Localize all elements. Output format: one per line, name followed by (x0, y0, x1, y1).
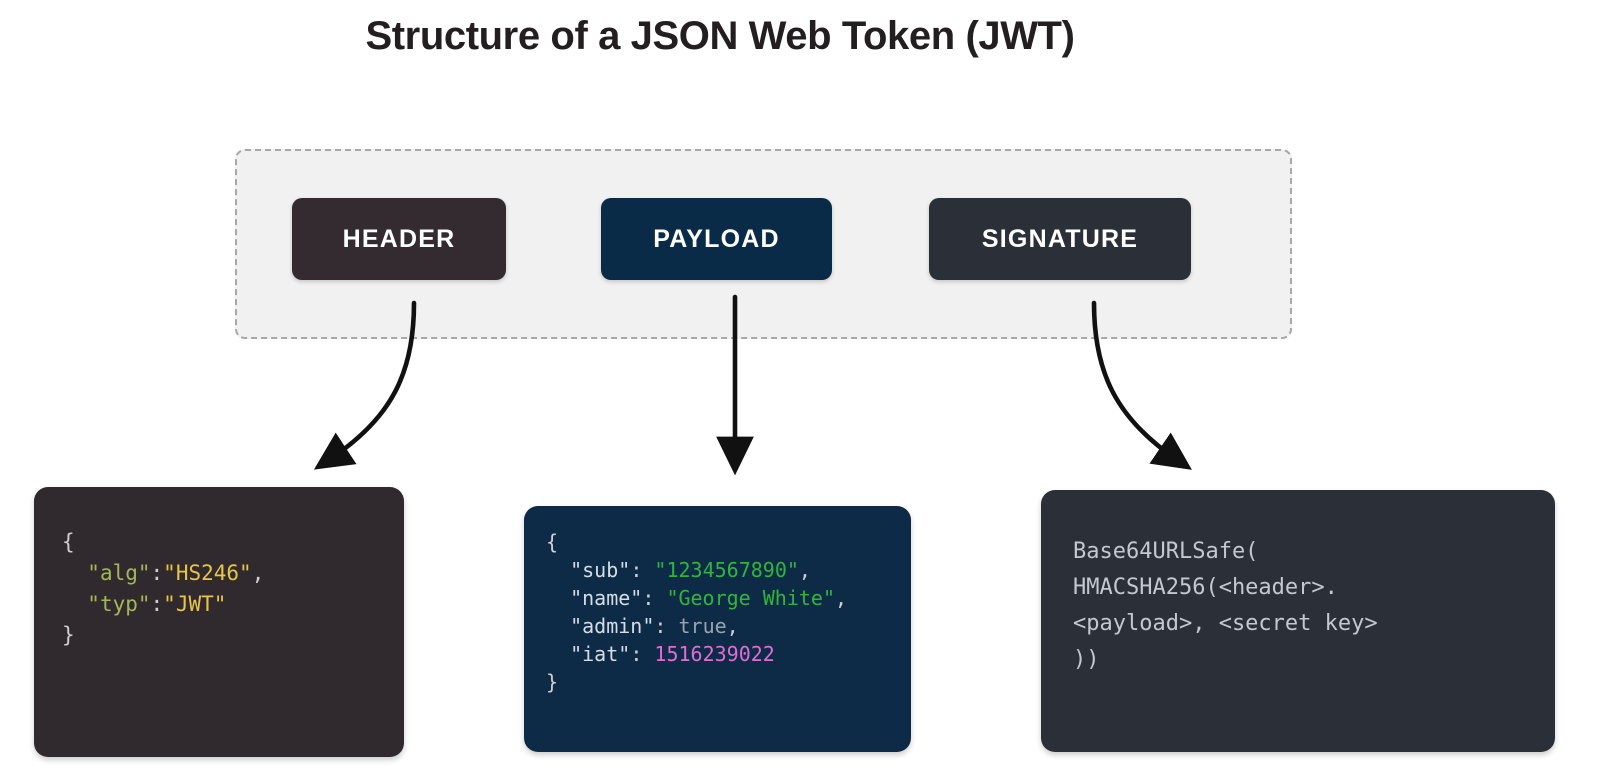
code-token: } (62, 623, 75, 647)
code-token: "typ" (87, 592, 151, 616)
code-token: "JWT" (163, 592, 227, 616)
code-token (546, 586, 570, 610)
code-token: "name" (570, 586, 643, 610)
code-token: { (546, 530, 559, 554)
code-token: HMACSHA256(<header>. (1073, 575, 1338, 600)
code-token: : (630, 558, 655, 582)
code-token: "iat" (570, 642, 631, 666)
code-line: Base64URLSafe( (1073, 534, 1555, 570)
code-token: true (678, 614, 727, 638)
code-token: "1234567890" (654, 558, 799, 582)
code-line: "name": "George White", (546, 584, 911, 612)
code-token: "admin" (570, 614, 655, 638)
code-line: <payload>, <secret key> (1073, 606, 1555, 642)
code-token: 1516239022 (654, 642, 775, 666)
code-token: , (251, 561, 265, 585)
code-token (546, 614, 570, 638)
part-pill-header[interactable]: HEADER (292, 198, 506, 280)
code-line: } (62, 620, 404, 651)
code-token: <payload>, <secret key> (1073, 611, 1378, 636)
code-token: : (642, 586, 667, 610)
code-block-signature: Base64URLSafe( HMACSHA256(<header>. <paylo… (1041, 490, 1555, 752)
code-block-header: { "alg":"HS246", "typ":"JWT"} (34, 487, 404, 757)
code-token: "alg" (87, 561, 151, 585)
code-token: { (62, 530, 75, 554)
part-pill-payload[interactable]: PAYLOAD (601, 198, 832, 280)
part-pill-signature-label: SIGNATURE (981, 224, 1139, 253)
code-token: , (798, 558, 811, 582)
code-line: "admin": true, (546, 612, 911, 640)
part-pill-header-label: HEADER (342, 224, 456, 253)
code-token: "George White" (666, 586, 836, 610)
code-token: , (726, 614, 739, 638)
code-line: "sub": "1234567890", (546, 556, 911, 584)
code-token: : (150, 561, 164, 585)
code-token: )) (1073, 647, 1100, 672)
page-title: Structure of a JSON Web Token (JWT) (365, 14, 1075, 58)
code-token (62, 592, 87, 616)
code-token: "HS246" (163, 561, 252, 585)
code-token: "sub" (570, 558, 631, 582)
code-line: { (62, 527, 404, 558)
code-token: : (630, 642, 655, 666)
code-line: )) (1073, 642, 1555, 678)
code-line: "typ":"JWT" (62, 589, 404, 620)
code-block-payload: { "sub": "1234567890", "name": "George W… (524, 506, 911, 752)
code-token: : (150, 592, 164, 616)
code-token: Base64URLSafe( (1073, 539, 1259, 564)
part-pill-signature[interactable]: SIGNATURE (929, 198, 1191, 280)
code-line: { (546, 528, 911, 556)
code-token (546, 558, 570, 582)
code-token (62, 561, 87, 585)
code-token (546, 642, 570, 666)
code-line: } (546, 668, 911, 696)
part-pill-payload-label: PAYLOAD (653, 224, 780, 253)
code-line: "iat": 1516239022 (546, 640, 911, 668)
code-line: HMACSHA256(<header>. (1073, 570, 1555, 606)
code-line: "alg":"HS246", (62, 558, 404, 589)
code-token: : (654, 614, 679, 638)
code-token: } (546, 670, 559, 694)
code-token: , (835, 586, 848, 610)
